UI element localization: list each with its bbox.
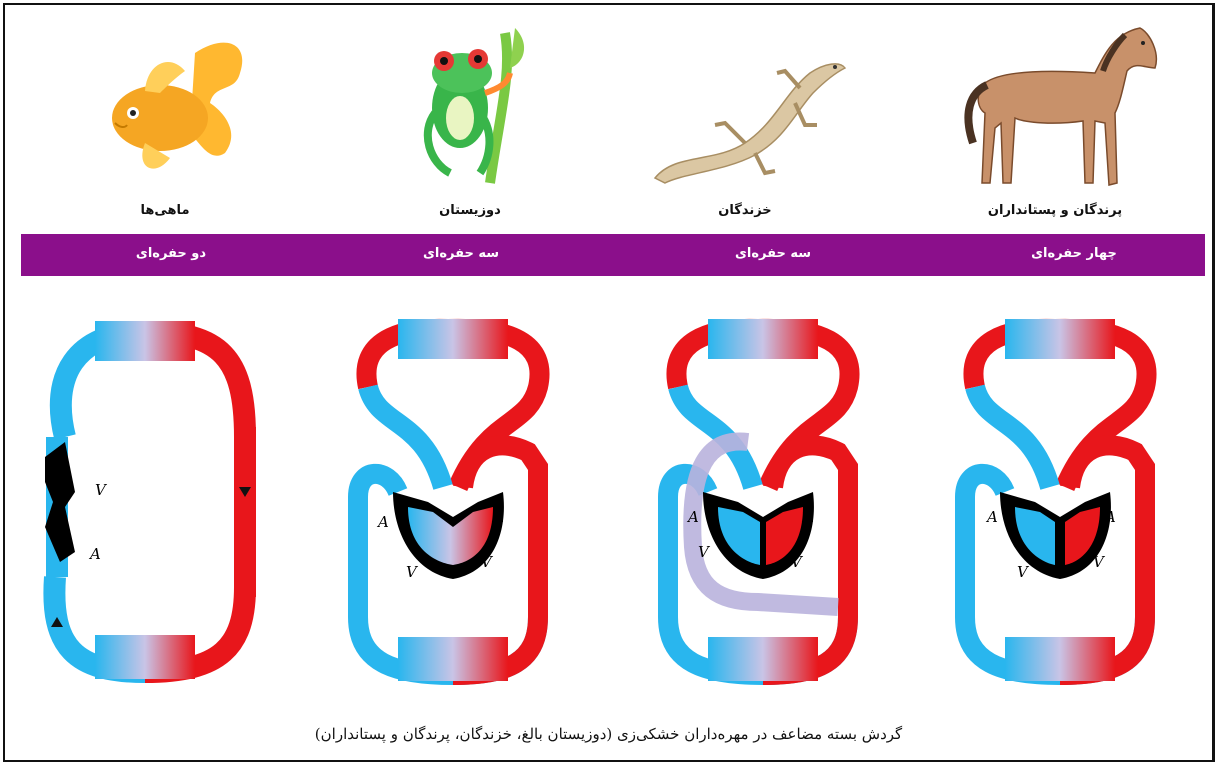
figure-frame: ماهی‌ها دوزیستان: [3, 3, 1215, 762]
ventricle-label: V: [1017, 563, 1030, 581]
animal-name: ماهی‌ها: [45, 203, 285, 218]
amphibian-circulation-svg: A A V V: [338, 317, 568, 687]
frog-icon: [380, 13, 560, 193]
animal-lizard: خزندگان: [625, 13, 865, 233]
ventricle-label: V: [1093, 553, 1106, 571]
goldfish-icon: [75, 13, 255, 193]
circulation-diagram-mammal: A A V V: [945, 317, 1175, 687]
horse-icon: [945, 13, 1165, 193]
circulation-diagram-reptile: A A V V: [648, 317, 878, 687]
ventricle-label: V: [698, 543, 711, 561]
reptile-circulation-svg: A A V V: [648, 317, 878, 687]
chamber-label: سه حفره‌ای: [361, 246, 561, 261]
atrium-label: A: [376, 513, 389, 531]
animal-name: دوزیستان: [350, 203, 590, 218]
animal-name: خزندگان: [625, 203, 865, 218]
lizard-icon: [635, 13, 855, 193]
ventricle-label: V: [95, 481, 108, 499]
ventricle-label: V: [481, 553, 494, 571]
atrium-label: A: [1103, 508, 1116, 526]
circulation-diagram-amphibian: A A V V: [338, 317, 568, 687]
atrium-label: A: [88, 545, 101, 563]
chamber-label: دو حفره‌ای: [71, 246, 271, 261]
animal-fish: ماهی‌ها: [45, 13, 285, 233]
atrium-label: A: [985, 508, 998, 526]
mammal-circulation-svg: A A V V: [945, 317, 1175, 687]
atrium-label: A: [686, 508, 699, 526]
chamber-label: چهار حفره‌ای: [974, 246, 1174, 261]
figure-caption: گردش بسته مضاعف در مهره‌داران خشکی‌زی (د…: [5, 725, 1212, 743]
animal-horse: پرندگان و پستانداران: [935, 13, 1175, 233]
animals-row: ماهی‌ها دوزیستان: [5, 5, 1212, 235]
animal-frog: دوزیستان: [350, 13, 590, 233]
chambers-band: دو حفره‌ای سه حفره‌ای سه حفره‌ای چهار حف…: [21, 234, 1205, 276]
chamber-label: سه حفره‌ای: [673, 246, 873, 261]
ventricle-label: V: [406, 563, 419, 581]
atrium-label: A: [801, 508, 814, 526]
ventricle-label: V: [791, 553, 804, 571]
atrium-label: A: [491, 508, 504, 526]
fish-circulation-svg: V A: [35, 317, 265, 687]
animal-name: پرندگان و پستانداران: [935, 203, 1175, 218]
circulation-diagram-fish: V A: [35, 317, 265, 687]
